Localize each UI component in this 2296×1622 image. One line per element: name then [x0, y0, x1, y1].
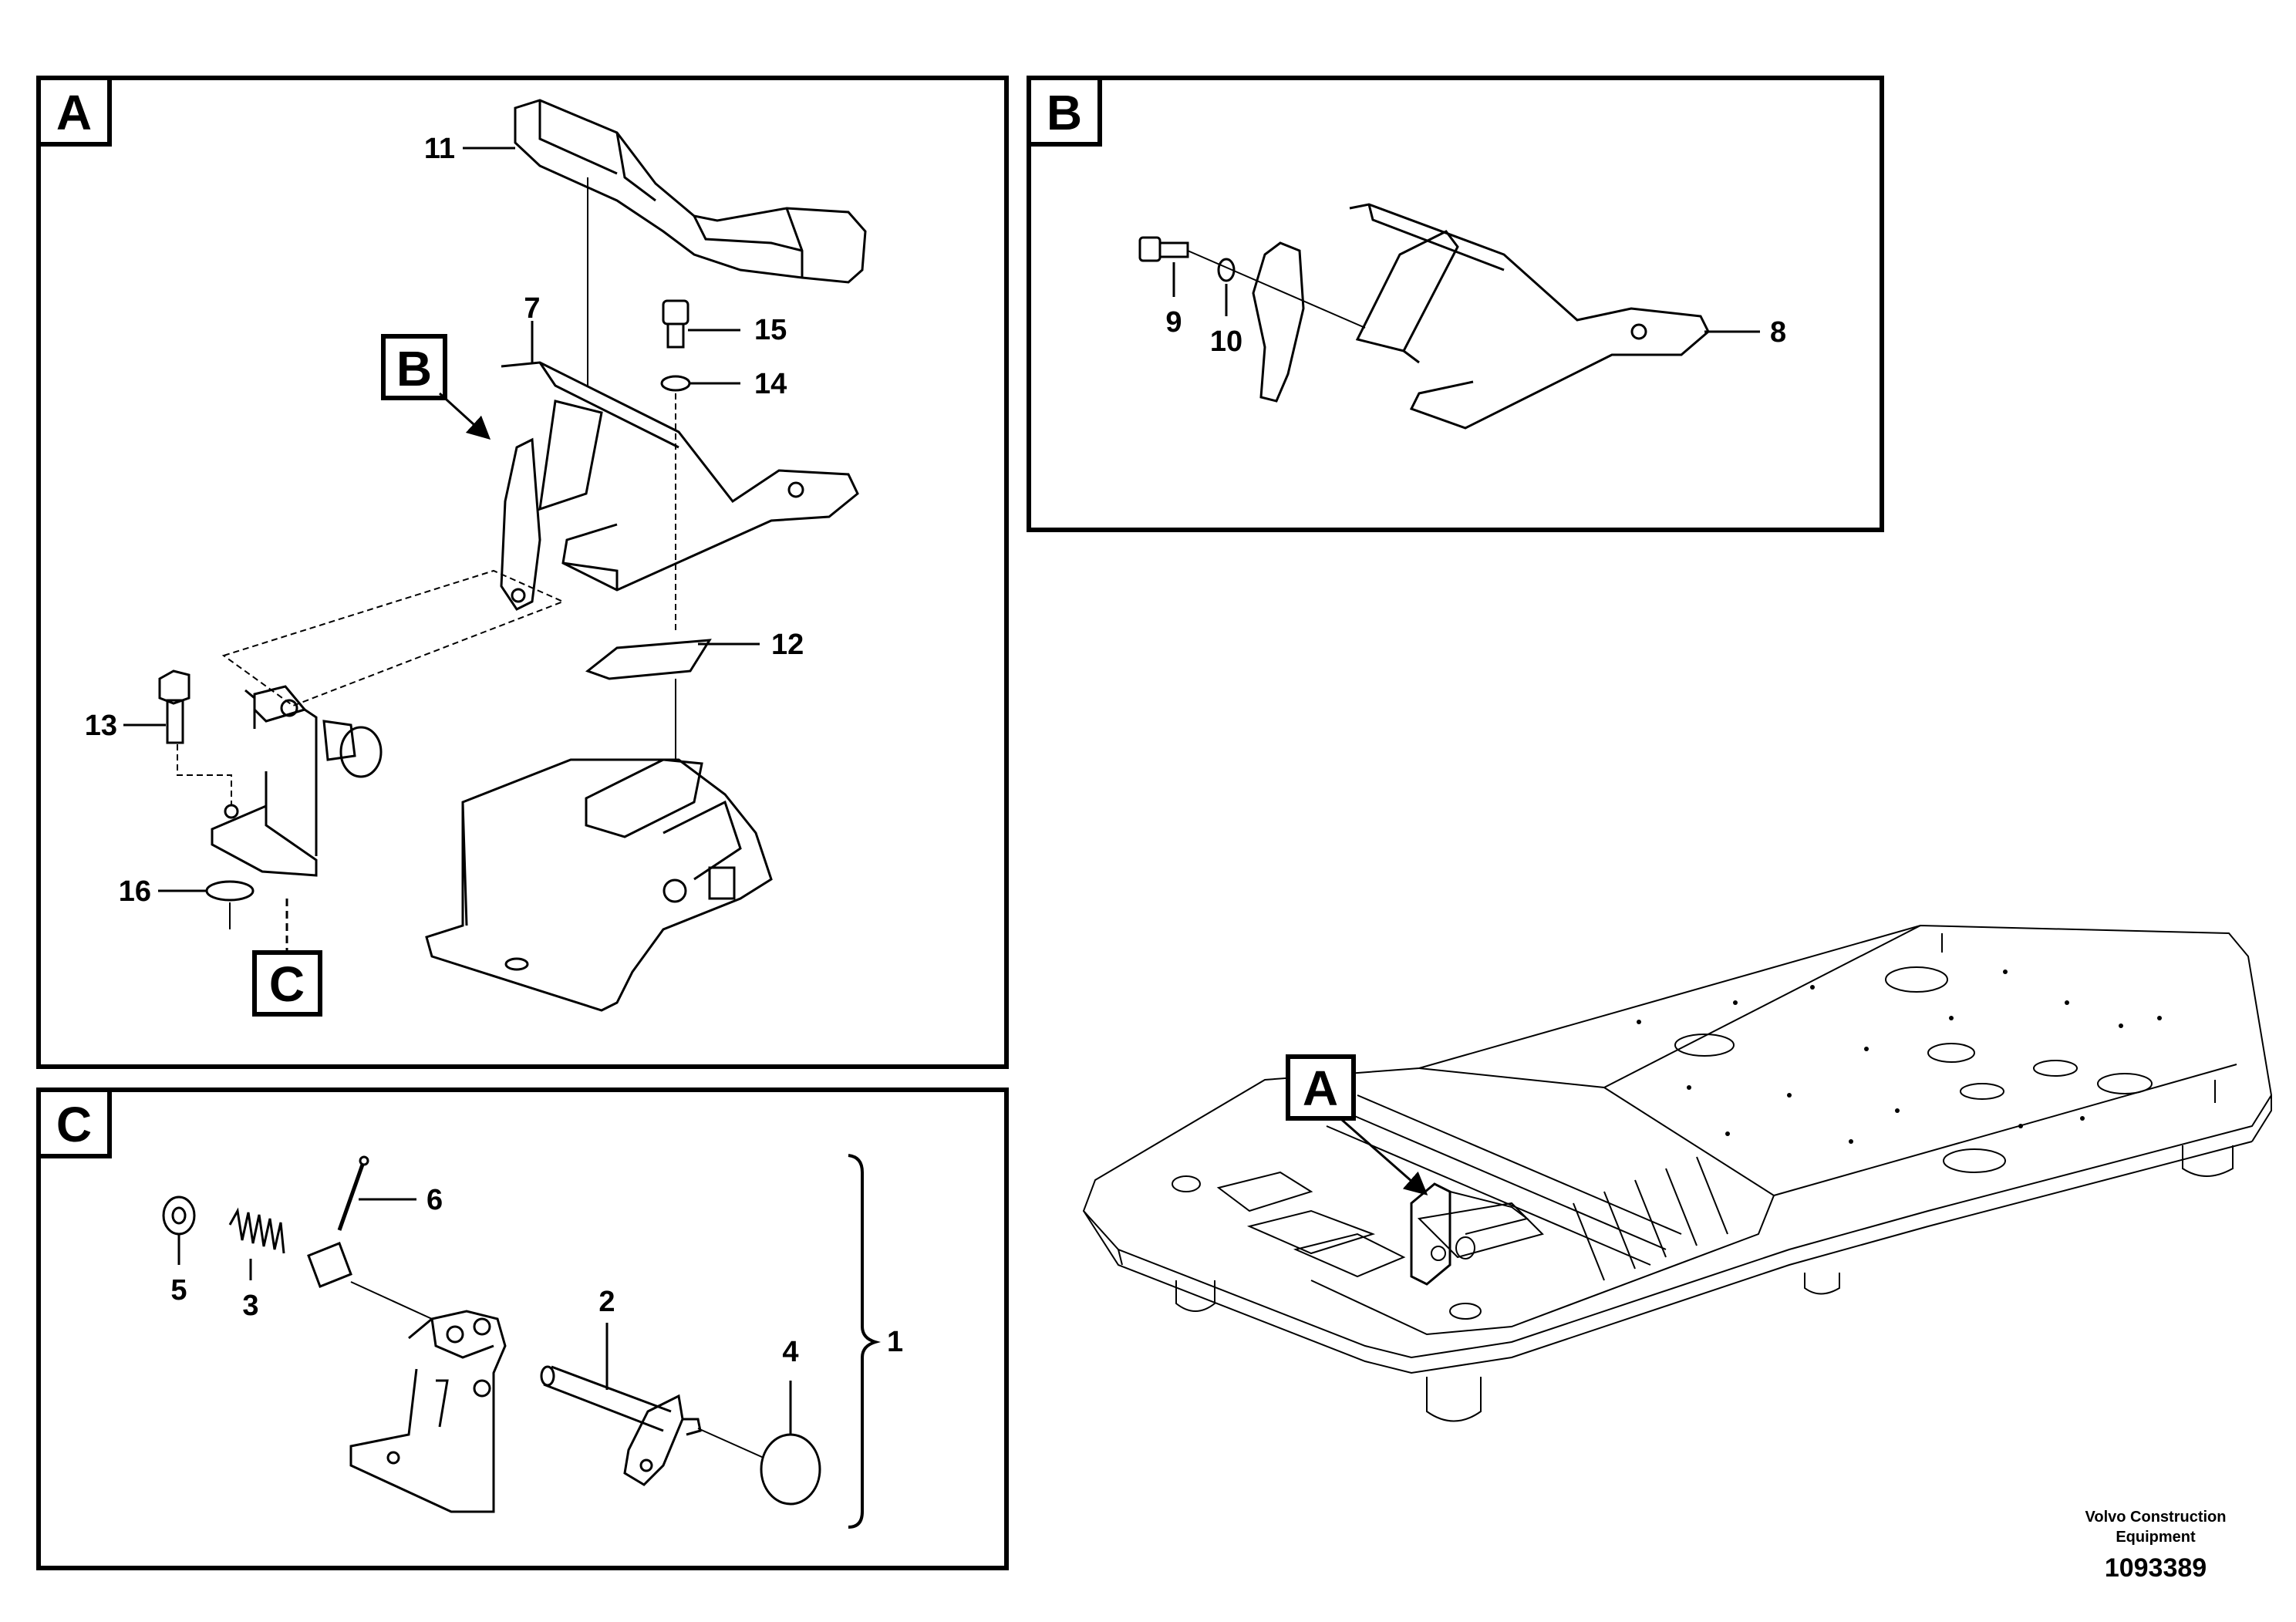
part-12-shim — [585, 639, 712, 680]
side-bracket-plate — [1252, 241, 1305, 403]
panel-a-label-box — [36, 76, 112, 147]
overview-ref-a-label: A — [1303, 1061, 1338, 1116]
callout-8: 8 — [1770, 316, 1786, 349]
callout-10: 10 — [1210, 325, 1242, 358]
panel-c-label-box — [36, 1088, 112, 1158]
callout-4: 4 — [782, 1336, 798, 1368]
footer: Volvo Construction Equipment 1093389 — [2071, 1507, 2240, 1583]
callout-16: 16 — [119, 875, 151, 908]
panel-c-frame — [36, 1088, 1009, 1570]
mount-foot-front — [1426, 1377, 1482, 1422]
view-ref-b-box — [381, 334, 447, 400]
view-ref-c-label: C — [269, 956, 305, 1012]
part-4-knob — [760, 1433, 821, 1506]
callout-6: 6 — [426, 1184, 443, 1216]
callout-14: 14 — [754, 368, 787, 400]
part-11-pedal-cover — [514, 99, 867, 284]
mounting-plane — [221, 569, 565, 707]
callout-1: 1 — [887, 1326, 903, 1358]
callout-9: 9 — [1165, 306, 1182, 339]
console-base — [425, 758, 773, 1012]
panel-b: B 9 10 8 — [1027, 76, 1884, 532]
callout-5: 5 — [170, 1274, 187, 1307]
part-13-bolt — [158, 669, 190, 744]
overview-ref-a-arrow — [1341, 1118, 1428, 1195]
lever — [623, 1394, 702, 1486]
axis-c-knob — [697, 1428, 764, 1458]
callout-11: 11 — [424, 133, 455, 165]
axis-13 — [177, 744, 232, 806]
panel-a: A 11 7 B — [36, 76, 1009, 1069]
floor-plate-outline — [1082, 924, 2273, 1359]
pedal-lock-assembly-small — [211, 685, 383, 877]
part-3-spring — [228, 1207, 285, 1254]
part-15-cap-screw — [662, 299, 689, 349]
panel-b-label: B — [1047, 85, 1082, 140]
part-5-washer-hole — [171, 1206, 187, 1225]
callout-13: 13 — [85, 710, 117, 742]
panel-a-label: A — [56, 85, 92, 140]
axis-b — [1187, 250, 1366, 329]
mount-foot-left — [1175, 1280, 1215, 1312]
part-6-pin — [337, 1164, 365, 1231]
view-ref-c-box — [252, 950, 322, 1017]
floor-plate-overview: A — [1082, 924, 2273, 1422]
company-name: Volvo Construction Equipment — [2085, 1509, 2227, 1546]
part-7-bracket — [500, 361, 859, 611]
document-number: 1093389 — [2104, 1553, 2207, 1583]
callout-2: 2 — [598, 1286, 615, 1318]
part-9-screw — [1138, 236, 1189, 262]
panel-b-frame — [1027, 76, 1884, 532]
sleeve — [307, 1242, 352, 1288]
part-5-washer — [162, 1195, 196, 1236]
part-6-pin-head — [359, 1155, 369, 1166]
axis-c — [350, 1281, 433, 1320]
overview-ref-a-box — [1286, 1054, 1356, 1121]
part-8-bracket — [1349, 203, 1710, 430]
mount-foot-right — [2182, 1145, 2234, 1177]
panel-a-frame — [36, 76, 1009, 1069]
panel-b-label-box — [1027, 76, 1102, 147]
callout-7: 7 — [524, 292, 540, 325]
view-ref-b-label: B — [396, 341, 432, 396]
panel-c-label: C — [56, 1097, 92, 1152]
view-ref-b-arrow — [438, 392, 491, 440]
part-14-washer — [660, 375, 691, 392]
callout-3: 3 — [242, 1290, 258, 1322]
panel-c: C 5 3 6 — [36, 1088, 1009, 1570]
assembly-brace — [848, 1154, 882, 1529]
callout-12: 12 — [771, 629, 804, 661]
callout-15: 15 — [754, 314, 787, 346]
lock-body — [349, 1310, 507, 1513]
part-16-washer — [205, 880, 255, 902]
